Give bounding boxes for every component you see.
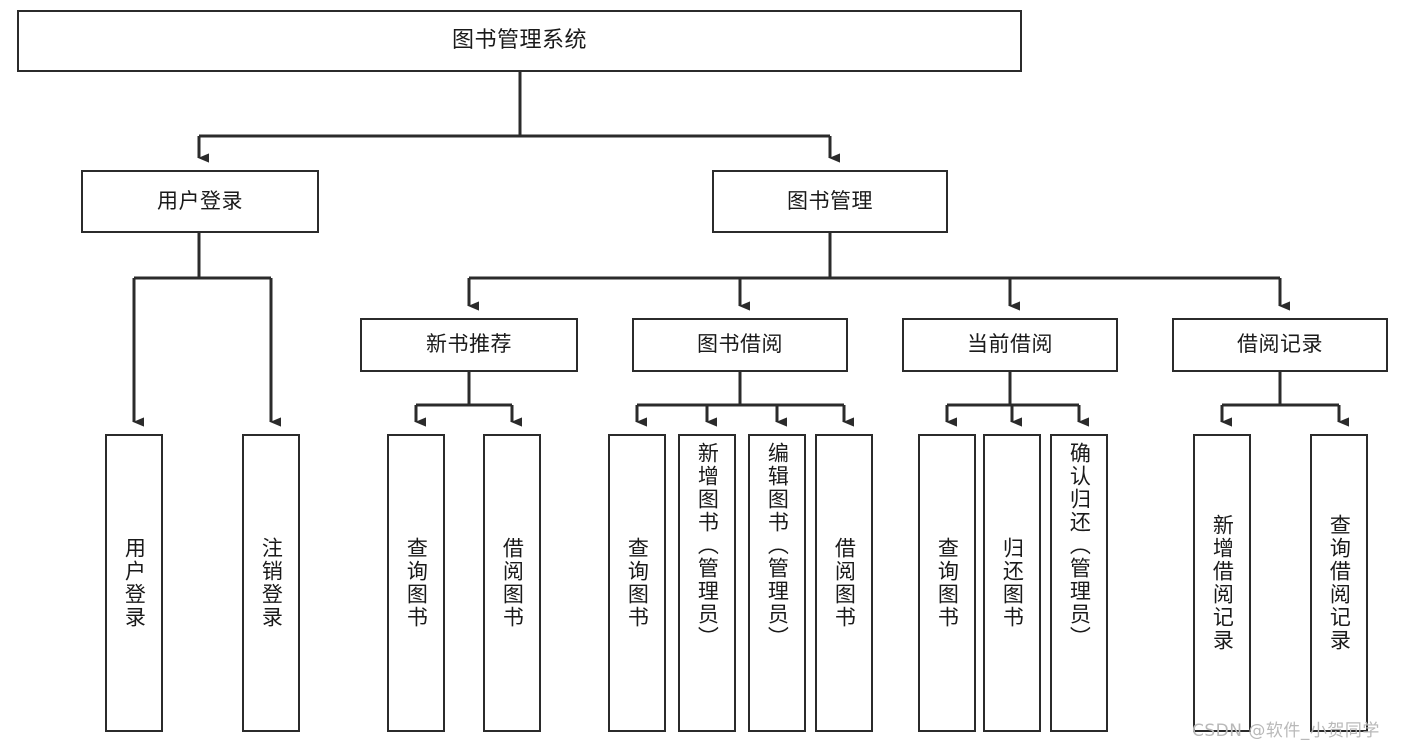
node-book-borrow[interactable]: 图书借阅	[632, 318, 848, 372]
leaf-borrow-book[interactable]: 借阅图书	[815, 434, 873, 732]
leaf-add-book-admin[interactable]: 新增图书（管理员）	[678, 434, 736, 732]
node-book-management[interactable]: 图书管理	[712, 170, 948, 233]
leaf-edit-book-admin[interactable]: 编辑图书（管理员）	[748, 434, 806, 732]
leaf-confirm-return-admin[interactable]: 确认归还（管理员）	[1050, 434, 1108, 732]
leaf-user-logout[interactable]: 注销登录	[242, 434, 300, 732]
node-user-login[interactable]: 用户登录	[81, 170, 319, 233]
node-new-book-recommend[interactable]: 新书推荐	[360, 318, 578, 372]
leaf-query-book-borrow[interactable]: 查询图书	[608, 434, 666, 732]
leaf-return-book[interactable]: 归还图书	[983, 434, 1041, 732]
leaf-query-borrow-record[interactable]: 查询借阅记录	[1310, 434, 1368, 732]
leaf-query-book-recommend[interactable]: 查询图书	[387, 434, 445, 732]
leaf-user-login[interactable]: 用户登录	[105, 434, 163, 732]
leaf-borrow-book-recommend[interactable]: 借阅图书	[483, 434, 541, 732]
csdn-watermark: CSDN @软件_小贺同学	[1192, 721, 1380, 741]
leaf-query-book-current[interactable]: 查询图书	[918, 434, 976, 732]
node-root-book-management-system[interactable]: 图书管理系统	[17, 10, 1022, 72]
node-borrow-record[interactable]: 借阅记录	[1172, 318, 1388, 372]
node-current-borrow[interactable]: 当前借阅	[902, 318, 1118, 372]
leaf-add-borrow-record[interactable]: 新增借阅记录	[1193, 434, 1251, 732]
